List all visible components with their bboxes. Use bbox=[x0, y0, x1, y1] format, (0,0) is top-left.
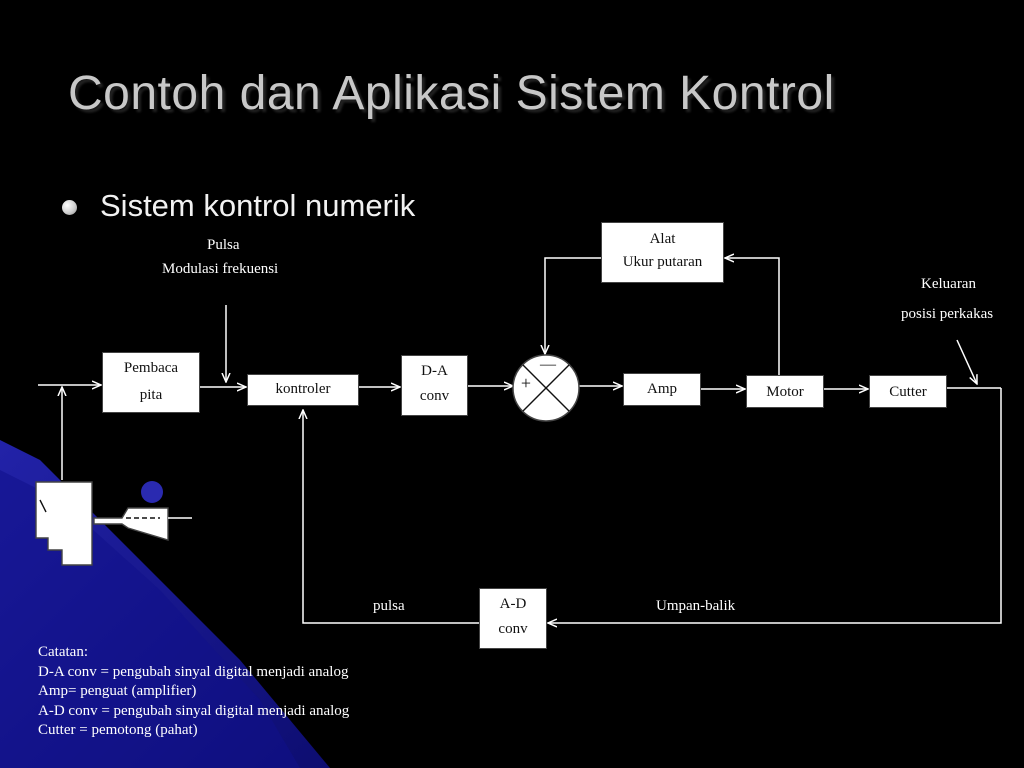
plus-sign: + bbox=[521, 373, 531, 393]
summing-junction: + — bbox=[512, 354, 580, 422]
note-line: Cutter = pemotong (pahat) bbox=[38, 722, 198, 738]
label-pulsa-feedback: pulsa bbox=[373, 598, 405, 614]
arrow-keluaran-pointer bbox=[956, 339, 977, 384]
note-line: Amp= penguat (amplifier) bbox=[38, 683, 197, 699]
arrow-motor-alat bbox=[725, 258, 780, 375]
label-pulsa: Pulsa bbox=[207, 237, 240, 253]
arrow-alat-sum bbox=[545, 257, 601, 354]
block-motor: Motor bbox=[746, 375, 824, 408]
minus-sign: — bbox=[539, 356, 557, 373]
bullet-text: Sistem kontrol numerik bbox=[100, 188, 416, 223]
arrow-ad-kontroler bbox=[303, 410, 479, 624]
notes-block: Catatan: D-A conv = pengubah sinyal digi… bbox=[38, 643, 349, 741]
bullet-icon bbox=[62, 200, 77, 215]
slide-title: Contoh dan Aplikasi Sistem Kontrol bbox=[68, 67, 835, 120]
label-keluaran: Keluaran bbox=[921, 276, 976, 292]
notes-heading: Catatan: bbox=[38, 644, 88, 660]
block-alat-ukur-putaran: Alat Ukur putaran bbox=[601, 222, 724, 283]
label-modulasi-frekuensi: Modulasi frekuensi bbox=[162, 261, 279, 277]
note-line: D-A conv = pengubah sinyal digital menja… bbox=[38, 663, 349, 680]
tape-reader-icon bbox=[35, 481, 192, 566]
note-line: A-D conv = pengubah sinyal digital menja… bbox=[38, 702, 350, 719]
block-amp: Amp bbox=[623, 373, 701, 406]
block-cutter: Cutter bbox=[869, 375, 947, 408]
block-kontroler: kontroler bbox=[247, 374, 359, 406]
blue-sphere-decoration bbox=[141, 481, 163, 503]
label-umpan-balik: Umpan-balik bbox=[656, 598, 736, 614]
label-posisi-perkakas: posisi perkakas bbox=[901, 306, 994, 322]
block-da-conv: D-A conv bbox=[401, 355, 468, 416]
block-ad-conv: A-D conv bbox=[479, 588, 547, 649]
arrow-feedback-ad bbox=[548, 388, 1002, 623]
block-pembaca-pita: Pembaca pita bbox=[102, 352, 200, 413]
